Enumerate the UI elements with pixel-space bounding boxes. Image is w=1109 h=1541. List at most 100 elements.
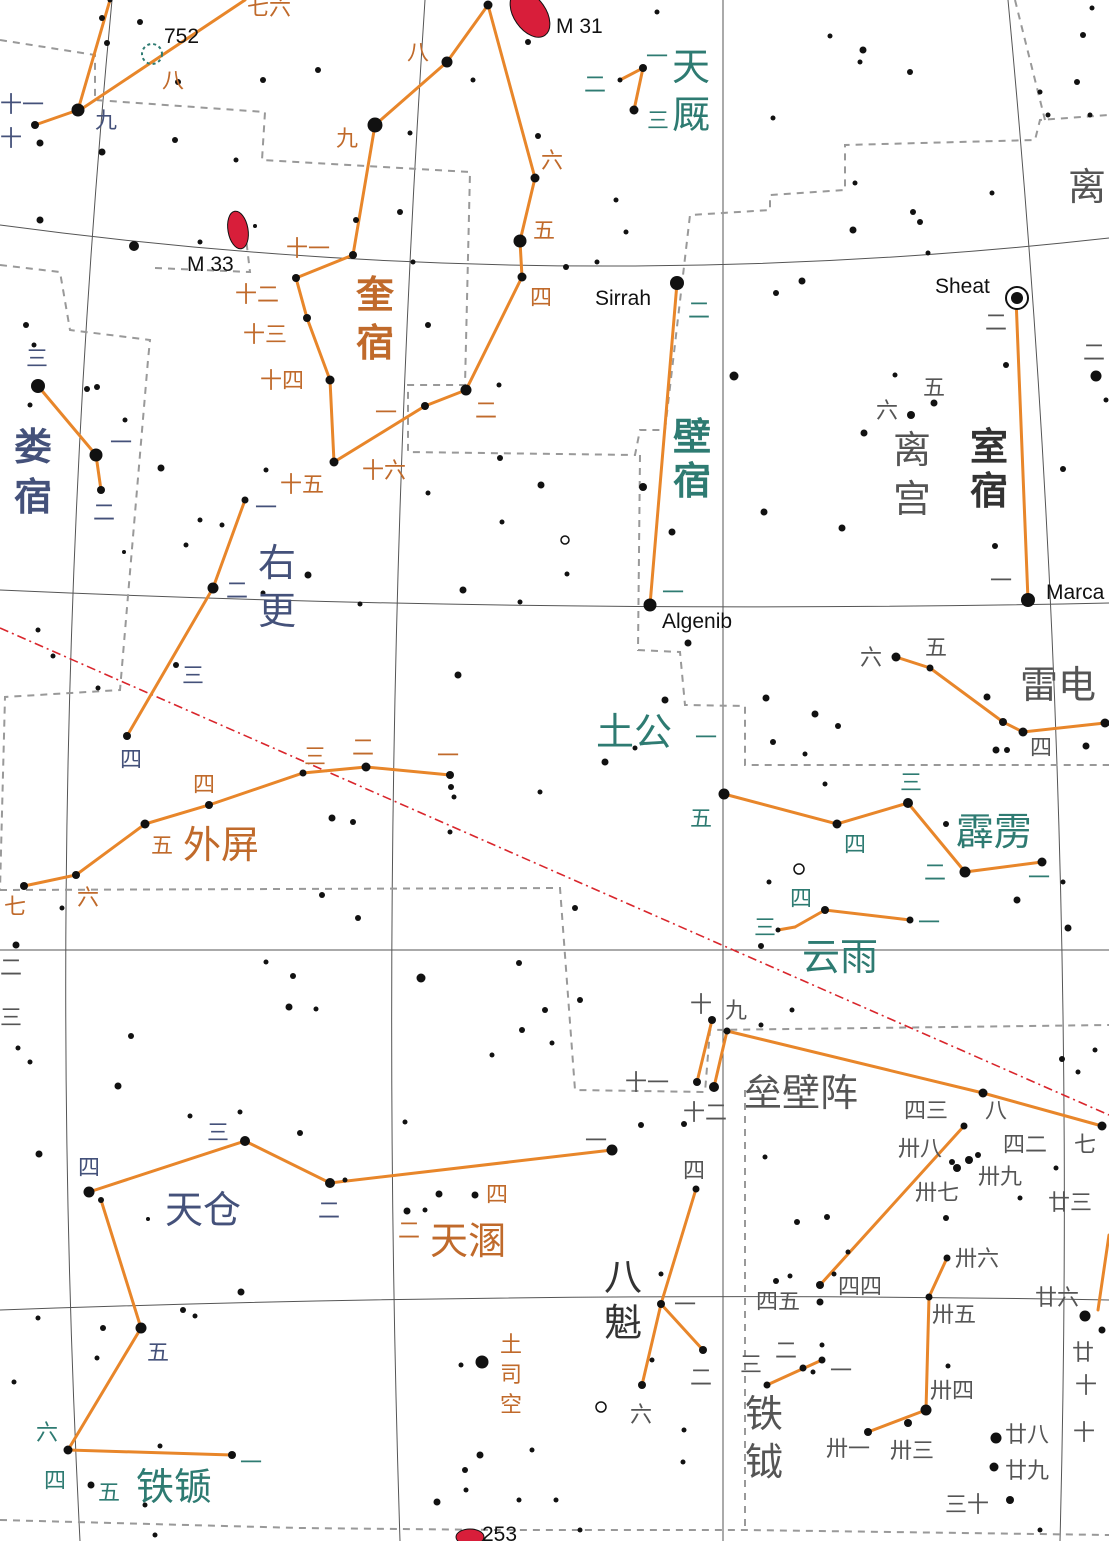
m31-galaxy[interactable] [502,0,558,44]
tian-jiu-label-1: 天 [672,45,710,89]
ecliptic-line [0,627,1109,1116]
star [470,77,476,83]
star [978,1088,988,1098]
numeral: 十一 [286,237,330,262]
star [122,550,126,554]
star [183,542,189,548]
star [83,1186,95,1198]
lei-dian-label: 雷电 [1020,663,1096,707]
numeral: 十三 [243,323,287,348]
star [1097,1121,1107,1131]
numeral: 二 [398,1219,420,1244]
star [632,745,638,751]
numeral: 卅一 [826,1437,870,1462]
numeral: 五 [690,807,712,832]
numeral: 六 [77,886,99,911]
star [816,1281,824,1289]
numeral: 七六 [247,0,291,21]
star [770,115,776,121]
constellation-lines [22,0,1109,1457]
star [50,653,56,659]
kui-xiu-label-1: 奎 [356,273,395,317]
star [219,522,225,528]
star [549,1040,555,1046]
ba-kui-label-2: 魁 [604,1301,642,1345]
star [462,1467,468,1473]
star [629,105,639,115]
star [577,997,583,1003]
deep-sky-objects [225,0,558,1541]
constellation-names: 奎 宿 娄 宿 壁 宿 室 宿 天 厩 离 离 宫 右 更 土公 雷电 外屏 霹… [14,45,1106,1509]
star [758,1022,764,1028]
star [990,1432,1002,1444]
star [658,1271,664,1277]
tian-jiu-label-2: 厩 [672,93,710,137]
star [943,1215,949,1221]
star [489,1052,495,1058]
numeral: 四 [44,1469,66,1494]
star [708,1016,716,1024]
star [104,40,110,46]
bi-xiu-label-2: 宿 [673,459,711,503]
star [304,571,312,579]
star [1045,112,1051,118]
star [639,64,647,72]
star [441,56,453,68]
star [459,586,467,594]
tian-cang-label: 天仓 [165,1188,241,1232]
double-star-marker [793,863,805,875]
star [859,46,867,54]
star [71,103,85,117]
star [416,973,426,983]
star [992,543,998,549]
numeral: 九 [95,109,117,134]
star [1074,79,1080,85]
you-geng-label-2: 更 [258,589,296,633]
star [59,905,65,911]
star [1037,1527,1043,1533]
star [95,685,101,691]
star [180,1307,186,1313]
star [910,209,916,215]
numeral: 四 [193,773,215,798]
numeral: 一 [437,744,459,769]
numeral: 六 [541,149,563,174]
star [63,1445,73,1455]
numeral: 廿 [1072,1341,1094,1366]
star [831,1271,837,1277]
star [329,457,339,467]
star [818,1356,826,1364]
star [925,250,931,256]
numeral: 卅五 [932,1303,976,1328]
star [816,1298,824,1306]
star [454,671,462,679]
star [433,1498,441,1506]
star [475,1355,489,1369]
star [638,1122,644,1128]
numeral: 十二 [235,283,279,308]
star [353,217,359,223]
star [135,1322,147,1334]
star [810,1369,816,1375]
numeral: 二 [584,73,606,98]
star [649,1357,655,1363]
star [670,276,684,290]
numeral: 一 [646,45,668,70]
numeral: 卅七 [915,1181,959,1206]
numeral: 一 [695,726,717,751]
star [1087,112,1093,118]
star [313,1006,319,1012]
star [623,229,629,235]
ngc253-galaxy[interactable] [455,1528,485,1541]
m33-galaxy[interactable] [225,210,251,251]
numeral: 七 [1074,1133,1096,1158]
star [1082,742,1090,750]
yun-yu-label: 云雨 [802,935,878,979]
star [12,941,20,949]
star [517,272,527,282]
star [860,429,868,437]
star [27,1059,33,1065]
lou-xiu-label-1: 娄 [14,425,52,469]
star [563,264,569,270]
